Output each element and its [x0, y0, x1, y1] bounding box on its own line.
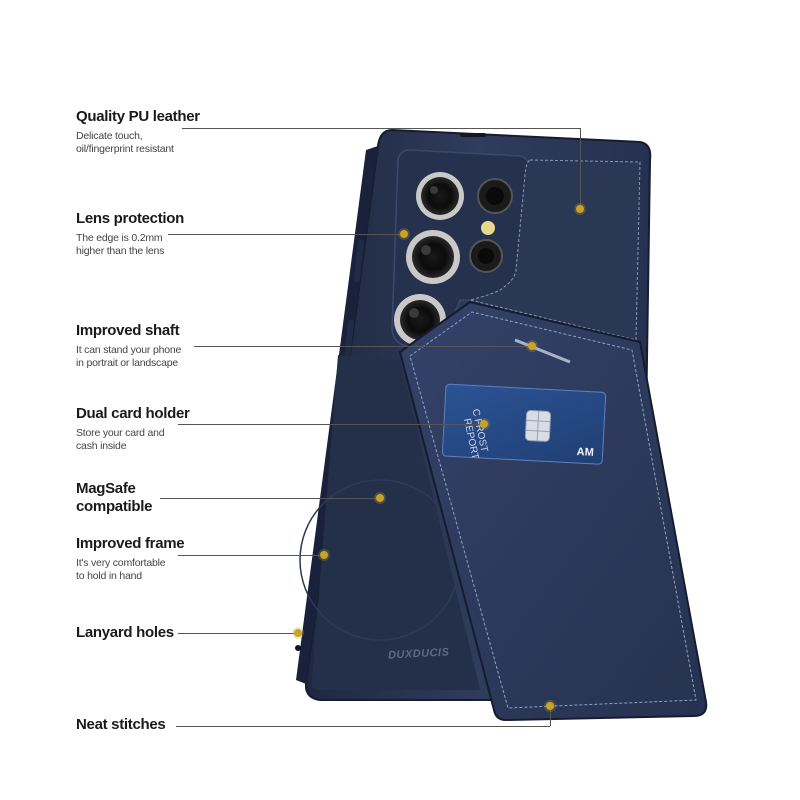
upper-leather-panel: [469, 159, 641, 341]
feature-lanyard-holes: Lanyard holes: [76, 624, 276, 642]
volume-button: [354, 239, 364, 283]
feature-marker-dot: [480, 420, 488, 428]
feature-title: Lanyard holes: [76, 624, 174, 641]
magsafe-area: [311, 355, 480, 690]
feature-title: Improved frame: [76, 535, 185, 552]
feature-lens-protection: Lens protection The edge is 0.2mm higher…: [76, 210, 276, 258]
feature-marker-dot: [528, 342, 536, 350]
lanyard-hole: [295, 645, 301, 651]
power-button: [343, 320, 355, 364]
feature-title: Dual card holder: [76, 405, 190, 422]
feature-improved-shaft: Improved shaft It can stand your phone i…: [76, 322, 276, 370]
feature-dual-card-holder: Dual card holder Store your card and cas…: [76, 405, 276, 453]
card-holder: C FROST REPORT AM: [441, 383, 607, 465]
feature-marker-dot: [576, 205, 584, 213]
feature-title: Neat stitches: [76, 716, 166, 733]
feature-marker-dot: [294, 629, 302, 637]
feature-desc: The edge is 0.2mm higher than the lens: [76, 232, 165, 257]
feature-desc: Store your card and cash inside: [76, 427, 165, 452]
feature-title-line-1: MagSafe: [76, 480, 136, 497]
feature-improved-frame: Improved frame It's very comfortable to …: [76, 535, 276, 583]
feature-title-line-2: compatible: [76, 498, 153, 515]
feature-desc: It can stand your phone in portrait or l…: [76, 344, 182, 369]
feature-title: Lens protection: [76, 210, 185, 227]
feature-marker-dot: [546, 702, 554, 710]
card-text-3: AM: [576, 446, 594, 459]
feature-magsafe-compatible: MagSafe compatible: [76, 480, 276, 516]
feature-marker-dot: [320, 551, 328, 559]
feature-quality-pu-leather: Quality PU leather Delicate touch, oil/f…: [76, 108, 276, 156]
feature-marker-dot: [376, 494, 384, 502]
feature-neat-stitches: Neat stitches: [76, 716, 276, 734]
feature-title: Improved shaft: [76, 322, 180, 339]
feature-desc: Delicate touch, oil/fingerprint resistan…: [76, 130, 174, 155]
feature-desc: It's very comfortable to hold in hand: [76, 557, 166, 582]
hinge-shaft: [514, 338, 571, 364]
feature-marker-dot: [400, 230, 408, 238]
feature-title: Quality PU leather: [76, 108, 200, 125]
